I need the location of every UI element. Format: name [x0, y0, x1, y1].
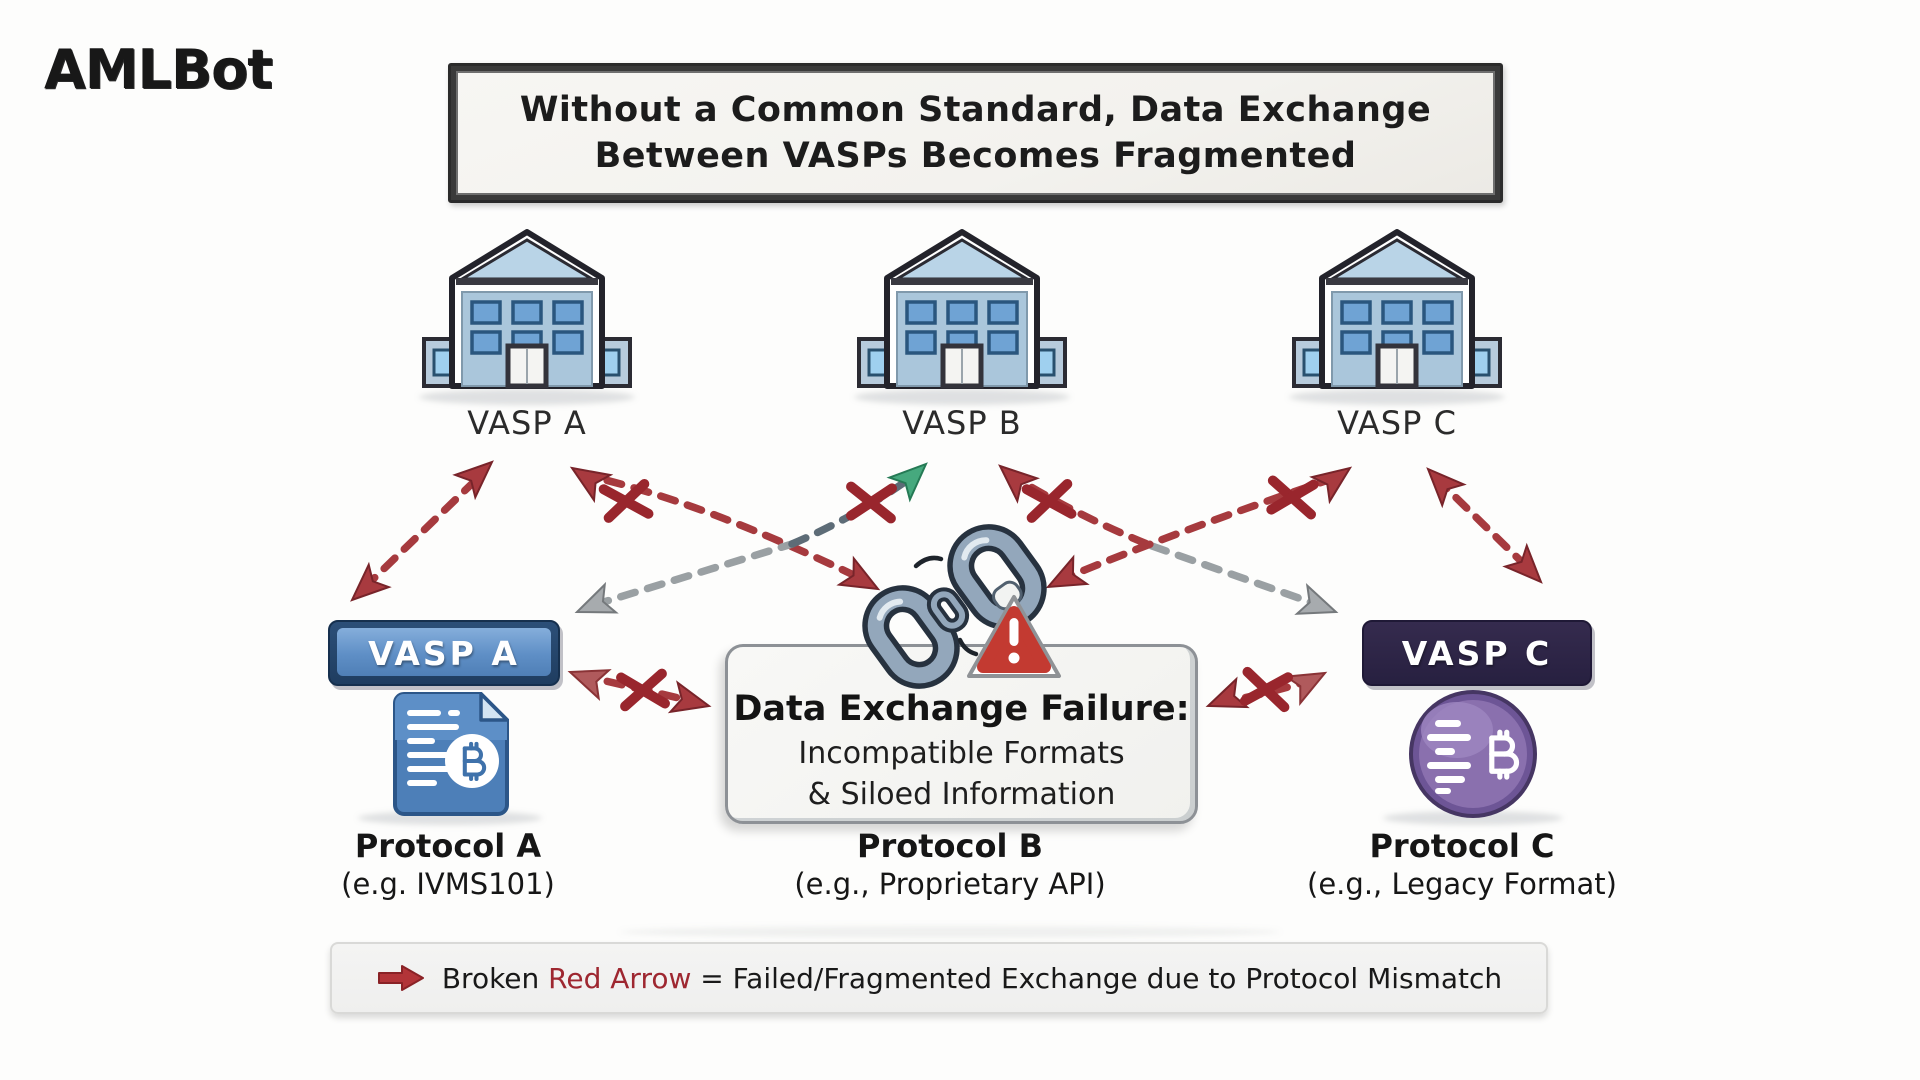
protocolC-label: Protocol C (e.g., Legacy Format) — [1252, 826, 1672, 903]
green-arrowhead — [888, 452, 938, 501]
x-mark — [1269, 480, 1314, 515]
building-icon-vaspA — [422, 229, 632, 389]
title-line-1: Without a Common Standard, Data Exchange — [519, 90, 1432, 130]
x-mark — [849, 486, 893, 519]
title-box: Without a Common Standard, Data Exchange… — [448, 63, 1503, 203]
arrow-vaspAchip-to-vaspB — [570, 452, 938, 627]
protocol-coin-icon — [1409, 690, 1537, 818]
bitcoin-icon — [462, 741, 487, 782]
failure-line-2: & Siloed Information — [807, 777, 1116, 812]
coin-text-lines — [1427, 720, 1471, 794]
vaspA-chip-label: VASP A — [368, 633, 520, 673]
legend-suffix: = Failed/Fragmented Exchange due to Prot… — [691, 961, 1503, 995]
x-mark — [621, 674, 665, 707]
legend-arrow-icon — [377, 965, 424, 991]
protocolC-example: (e.g., Legacy Format) — [1307, 867, 1617, 901]
vaspC-chip: VASP C — [1362, 620, 1592, 686]
failure-box: Data Exchange Failure: Incompatible Form… — [725, 644, 1198, 824]
x-mark — [604, 484, 649, 518]
legend-prefix: Broken — [441, 961, 549, 995]
vaspA-chip-panel — [337, 628, 551, 676]
broken-arrow-vaspA-building-to-chip — [340, 449, 504, 613]
arrow-vaspB-to-vaspCchip — [989, 453, 1343, 628]
broken-arrow-failurebox-to-vaspCchip — [1201, 658, 1334, 722]
building-icon-vaspB — [857, 229, 1067, 389]
vaspC-building-label: VASP C — [1337, 404, 1457, 442]
legend-highlight: Red Arrow — [548, 961, 692, 995]
legend-bar: Broken Red Arrow = Failed/Fragmented Exc… — [330, 942, 1548, 1014]
failure-line-1: Incompatible Formats — [798, 736, 1125, 771]
document-text-lines — [407, 710, 460, 786]
protocolA-example: (e.g. IVMS101) — [341, 867, 555, 901]
broken-arrow-vaspC-building-to-chip — [1416, 457, 1553, 594]
protocolA-name: Protocol A — [354, 827, 542, 865]
protocolB-example: (e.g., Proprietary API) — [794, 867, 1106, 901]
title-line-2: Between VASPs Becomes Fragmented — [594, 136, 1357, 176]
vaspC-chip-label: VASP C — [1401, 633, 1553, 673]
broken-arrow-vaspA-to-center — [562, 454, 887, 604]
protocol-document-icon — [393, 692, 509, 816]
crack-mark — [913, 555, 944, 569]
protocolB-name: Protocol B — [857, 827, 1043, 865]
x-mark — [1027, 484, 1072, 518]
torn-piece — [992, 580, 1023, 611]
vaspB-building-label: VASP B — [902, 404, 1022, 442]
vaspA-building-label: VASP A — [467, 404, 587, 442]
building-icon-vaspC — [1292, 229, 1502, 389]
amlbot-logo: AMLBot — [44, 38, 273, 101]
vaspA-chip: VASP A — [328, 620, 560, 686]
protocolA-label: Protocol A (e.g. IVMS101) — [238, 826, 658, 903]
protocolC-name: Protocol C — [1369, 827, 1555, 865]
x-mark — [1243, 671, 1289, 707]
protocolB-label: Protocol B (e.g., Proprietary API) — [740, 826, 1160, 903]
bitcoin-icon — [1489, 729, 1520, 780]
failure-title: Data Exchange Failure: — [733, 689, 1190, 729]
broken-arrow-center-to-vaspC — [1040, 454, 1360, 602]
broken-arrow-vaspAchip-to-failurebox — [563, 656, 714, 722]
legend-text: Broken Red Arrow = Failed/Fragmented Exc… — [442, 962, 1502, 995]
